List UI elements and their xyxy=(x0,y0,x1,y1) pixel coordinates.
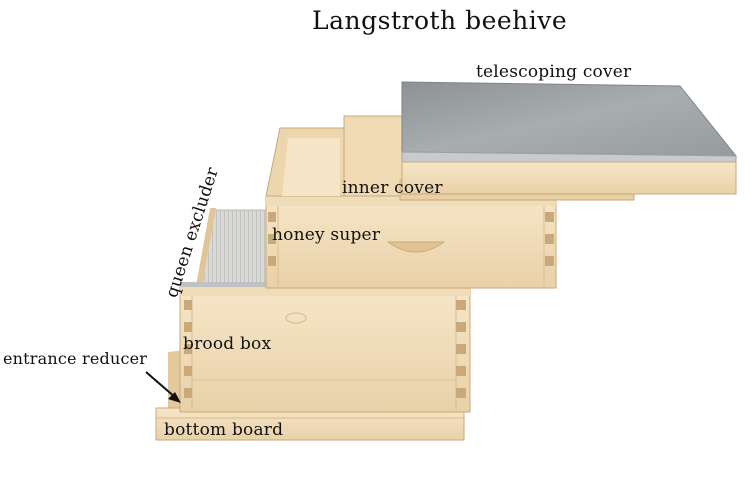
telescoping-cover xyxy=(401,81,738,195)
entrance-reducer-arrow xyxy=(145,371,181,403)
brood-box xyxy=(179,285,471,413)
label-inner-cover: inner cover xyxy=(342,178,443,198)
bottom-board xyxy=(155,350,465,441)
label-bottom-board: bottom board xyxy=(164,420,284,440)
label-entrance-reducer: entrance reducer xyxy=(3,349,148,368)
honey-super xyxy=(265,195,557,289)
inner-cover xyxy=(265,115,635,201)
label-honey-super: honey super xyxy=(272,225,381,245)
label-telescoping-cover: telescoping cover xyxy=(476,62,632,82)
diagram-title: Langstroth beehive xyxy=(312,6,568,35)
label-brood-box: brood box xyxy=(183,334,272,354)
